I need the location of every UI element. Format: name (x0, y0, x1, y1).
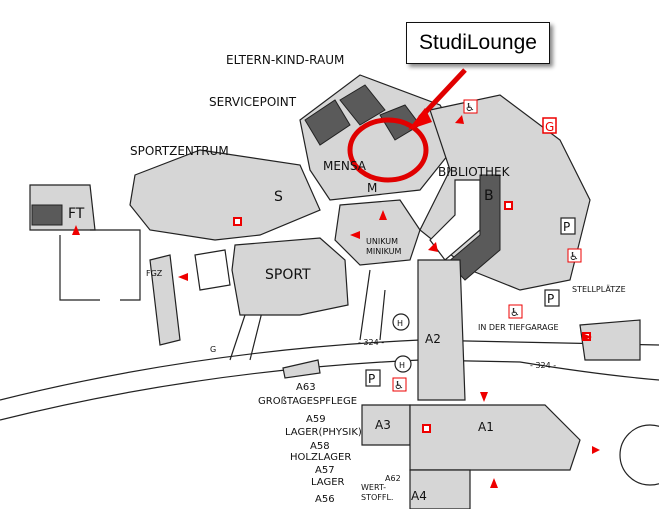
label-stellplaetze: STELLPLÄTZE (572, 284, 626, 294)
label-unikum: UNIKUM (366, 237, 398, 246)
building-a1 (409, 404, 581, 471)
roof-2 (339, 84, 386, 126)
label-a56: A56 (315, 494, 335, 505)
label-bibliothek: BIBLIOTHEK (438, 165, 511, 179)
studilounge-highlight (347, 117, 429, 183)
building-a63 (282, 359, 321, 379)
label-a59: A59 (306, 414, 326, 425)
label-a58: A58 (310, 441, 330, 452)
entrance-marker (504, 201, 513, 210)
label-b: B (484, 188, 494, 204)
entrance-marker (422, 424, 431, 433)
label-road-324: - 324 - (530, 361, 556, 370)
label-h: H (399, 361, 405, 370)
building-a2 (417, 259, 466, 401)
studilounge-pointer (418, 68, 467, 120)
building-unikum (334, 199, 421, 266)
label-p: P (547, 292, 554, 306)
road-324-edge (0, 359, 659, 421)
label-minikum: MINIKUM (366, 247, 401, 256)
entrance-marker (233, 217, 242, 226)
studilounge-callout: StudiLounge (406, 22, 550, 64)
label-p: P (368, 372, 375, 386)
bus-stop-icon (394, 355, 412, 373)
building-small (194, 249, 231, 291)
label-grosstagespflege: GROßTAGESPFLEGE (258, 396, 357, 407)
label-road-324: - 324 - (358, 338, 384, 347)
building-ft-roof (31, 204, 63, 226)
building-right (579, 319, 641, 361)
label-a1: A1 (478, 420, 494, 434)
building-fgz (149, 254, 181, 346)
label-g: G (210, 345, 216, 354)
road-324 (0, 339, 659, 401)
label-lager-physik: LAGER(PHYSIK) (285, 427, 362, 438)
roof-1 (304, 99, 351, 146)
label-sport: SPORT (265, 267, 311, 283)
label-a2: A2 (425, 332, 441, 346)
label-h: H (397, 319, 403, 328)
studilounge-pointer-head (408, 108, 432, 130)
label-a63: A63 (296, 382, 316, 393)
building-a4 (409, 469, 471, 509)
label-g: G (545, 120, 554, 134)
wheelchair-icon: ♿ (510, 306, 520, 319)
label-servicepoint: SERVICEPOINT (209, 95, 297, 109)
label-s: S (274, 189, 283, 205)
parking-icon (560, 217, 576, 235)
bibliothek-wing (447, 174, 501, 281)
label-a62: A62 (385, 474, 401, 483)
label-p: P (563, 220, 570, 234)
label-sportzentrum: SPORTZENTRUM (130, 144, 229, 158)
label-m: M (367, 181, 377, 195)
red-arrows (72, 115, 600, 488)
label-eltern-kind-raum: ELTERN-KIND-RAUM (226, 53, 344, 67)
label-a3: A3 (375, 418, 391, 432)
label-wertstoffl: WERT- (361, 483, 386, 492)
label-holzlager: HOLZLAGER (290, 452, 351, 463)
wheelchair-icon: ♿ (465, 101, 475, 114)
wheelchair-icon: ♿ (394, 379, 404, 392)
parking-icon (544, 289, 560, 307)
label-ft: FT (68, 206, 85, 222)
parking-icon (365, 369, 381, 387)
label-fgz: FGZ (146, 269, 163, 278)
wheelchair-icons: ♿ ♿ ♿ ♿ (392, 99, 582, 392)
label-tiefgarage: IN DER TIEFGARAGE (478, 323, 559, 332)
bus-stop-icon (392, 313, 410, 331)
building-sport (231, 237, 349, 316)
roundabout (619, 424, 659, 486)
label-lager: LAGER (311, 477, 345, 488)
label-wertstoffl: STOFFL. (361, 493, 393, 502)
outline (59, 229, 141, 301)
label-a4: A4 (411, 489, 427, 503)
path (229, 269, 386, 361)
label-a57: A57 (315, 465, 335, 476)
building-sportzentrum (129, 149, 321, 241)
g-box (542, 117, 557, 134)
label-mensa: MENSA (323, 159, 367, 173)
callout-label: StudiLounge (419, 31, 537, 54)
wheelchair-icon: ♿ (569, 250, 579, 263)
